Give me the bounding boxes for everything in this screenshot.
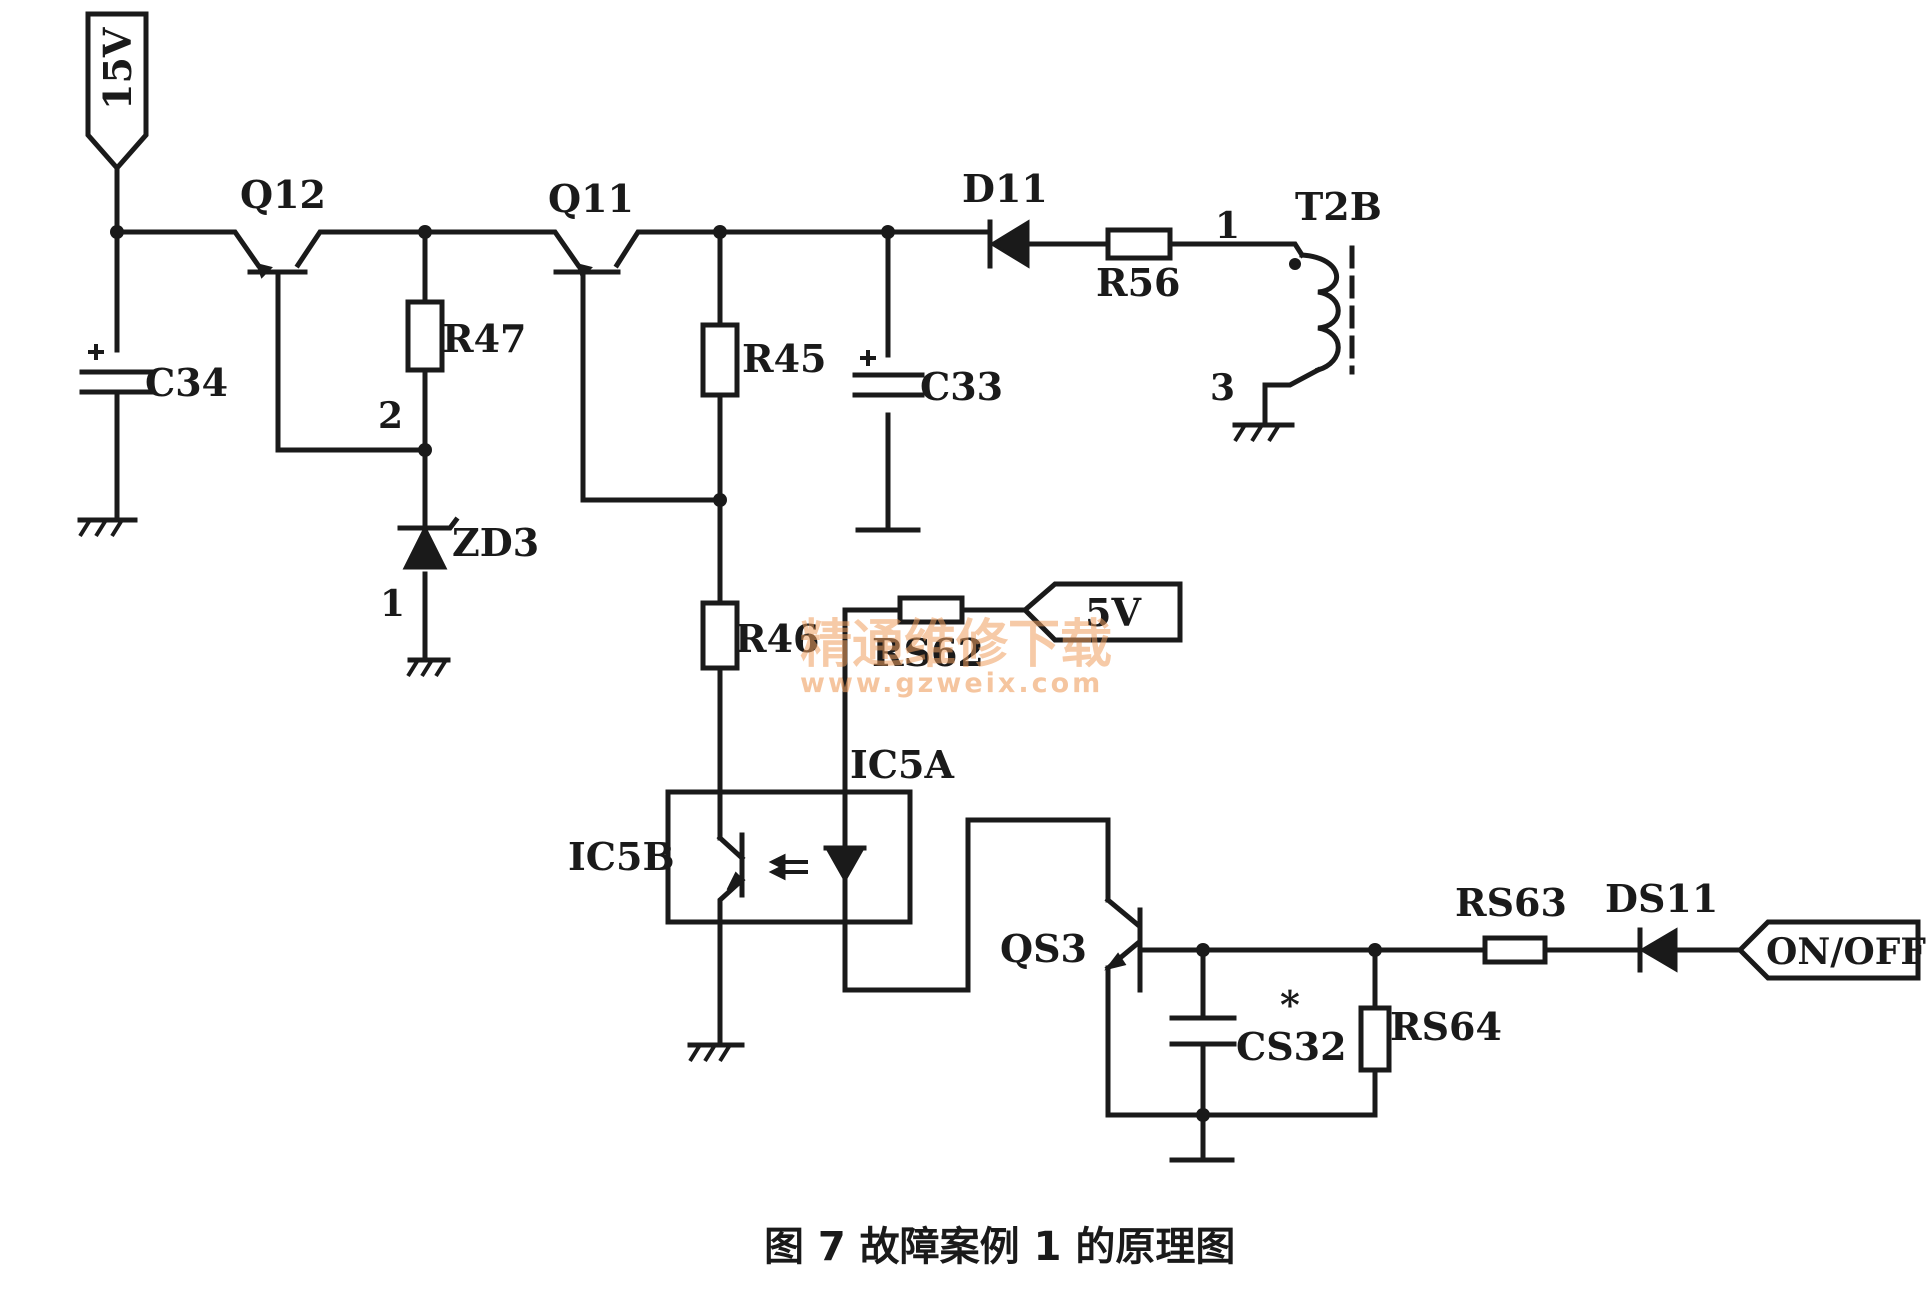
label-ds11: DS11: [1605, 876, 1718, 921]
q11-transistor: [553, 262, 621, 279]
label-rs62: RS62: [872, 630, 984, 675]
ground-c34: [77, 517, 138, 538]
pin-1-zd3: 1: [380, 583, 405, 625]
onoff-tag: ON/OFF: [1736, 919, 1926, 981]
cs32-capacitor: [1169, 1015, 1237, 1047]
watermark: 精通维修下载 www.gzweix.com: [800, 615, 1112, 699]
label-qs3: QS3: [1000, 926, 1087, 971]
label-t2b: T2B: [1295, 184, 1382, 229]
r47-resistor: [405, 299, 445, 373]
label-q11: Q11: [548, 176, 634, 221]
pin-numbers: 1 3 2 1: [378, 205, 1240, 625]
component-labels: Q12 Q11 D11 T2B R56 C34 R47 ZD3 R45 C33 …: [145, 166, 1718, 1069]
ground-symbols: [77, 422, 1295, 1163]
d11-diode: [987, 219, 1030, 269]
rs63-resistor: [1482, 935, 1548, 965]
figure-caption: 图 7 故障案例 1 的原理图: [764, 1224, 1235, 1270]
label-ic5a: IC5A: [850, 742, 954, 787]
ground-zd3: [406, 657, 451, 678]
q12-transistor: [247, 262, 308, 279]
watermark-cn: 精通维修下载: [800, 615, 1112, 675]
label-q12: Q12: [240, 172, 326, 217]
label-r56: R56: [1096, 260, 1180, 305]
t2b-transformer: [1289, 245, 1355, 375]
ic5-optocoupler: [665, 789, 913, 925]
qs3-transistor: [1104, 896, 1143, 993]
label-r47: R47: [442, 316, 526, 361]
label-d11: D11: [962, 166, 1048, 211]
supply-15v-label: 15V: [95, 26, 140, 110]
label-rs64: RS64: [1390, 1004, 1502, 1049]
label-r45: R45: [742, 336, 826, 381]
watermark-url: www.gzweix.com: [800, 668, 1103, 699]
r56-resistor: [1105, 227, 1173, 261]
label-r46: R46: [735, 616, 819, 661]
ground-t2b: [1232, 422, 1295, 443]
label-cs32: CS32: [1236, 1024, 1347, 1069]
rs62-resistor: [897, 595, 965, 625]
zd3-zener-diode: [397, 516, 460, 570]
c34-capacitor: [79, 344, 155, 395]
wires: [114, 165, 1743, 1163]
pin-1-t2b: 1: [1215, 205, 1240, 247]
r46-resistor: [700, 600, 740, 671]
pin-3-t2b: 3: [1210, 367, 1235, 409]
supply-5v-label: 5V: [1085, 590, 1142, 635]
ds11-diode: [1637, 927, 1678, 973]
pin-2-zd3: 2: [378, 395, 403, 437]
ground-ic5b: [687, 1042, 745, 1063]
supply-15v-tag: 15V: [85, 11, 149, 172]
label-rs63: RS63: [1455, 880, 1567, 925]
label-cs32-mark: *: [1280, 982, 1300, 1027]
label-c33: C33: [920, 364, 1003, 409]
junction-dots: [110, 225, 1382, 1122]
rs64-resistor: [1358, 1005, 1392, 1073]
onoff-label: ON/OFF: [1766, 931, 1926, 973]
supply-5v-tag: 5V: [1021, 581, 1183, 643]
c33-capacitor: [852, 350, 925, 533]
label-c34: C34: [145, 360, 228, 405]
r45-resistor: [700, 322, 740, 398]
label-zd3: ZD3: [452, 520, 539, 565]
label-ic5b: IC5B: [568, 834, 675, 879]
